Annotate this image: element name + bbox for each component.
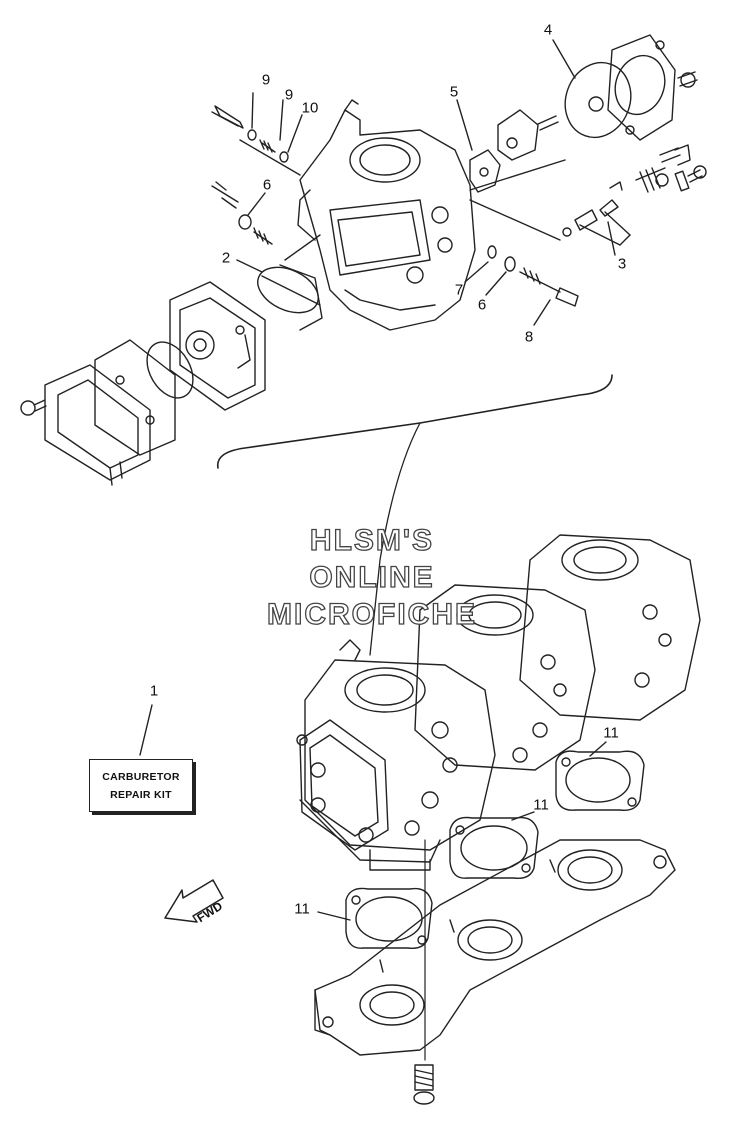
watermark-line-2: ONLINE xyxy=(309,561,435,594)
carburetor-assembly xyxy=(296,534,701,871)
screw-part xyxy=(211,181,273,245)
screw-part xyxy=(487,245,579,307)
callout-leader xyxy=(139,704,153,756)
pump-cover-plates xyxy=(44,281,266,486)
screw-part xyxy=(211,105,289,163)
callout-2: 2 xyxy=(221,249,231,267)
callout-leader xyxy=(485,271,507,296)
callout-leader xyxy=(279,99,284,141)
repair-kit-line-2: REPAIR KIT xyxy=(110,788,172,801)
callout-8: 8 xyxy=(524,328,534,346)
callout-11: 11 xyxy=(294,900,310,918)
carburetor-repair-kit-label: CARBURETOR REPAIR KIT xyxy=(89,759,193,812)
watermark-line-3: MICROFICHE xyxy=(266,598,477,631)
callout-11: 11 xyxy=(533,796,549,814)
leader-line xyxy=(284,234,321,261)
grouping-bracket xyxy=(216,374,613,469)
callout-6: 6 xyxy=(477,296,487,314)
diaphragm-part xyxy=(564,34,698,141)
gasket-11-middle xyxy=(449,816,539,879)
callout-4: 4 xyxy=(543,21,553,39)
leader-line xyxy=(469,199,561,241)
callout-leader xyxy=(533,299,551,326)
callout-10: 10 xyxy=(301,99,319,117)
intake-manifold xyxy=(314,839,676,1056)
callout-leader xyxy=(589,741,607,757)
callout-leader xyxy=(552,39,576,79)
callout-6: 6 xyxy=(262,176,272,194)
fwd-arrow-icon xyxy=(164,879,224,923)
callout-5: 5 xyxy=(449,83,459,101)
needle-part xyxy=(562,181,631,246)
gasket-11-right xyxy=(555,750,645,811)
callout-1: 1 xyxy=(149,682,159,700)
bolt-part xyxy=(413,1064,435,1105)
small-parts xyxy=(635,144,707,193)
callout-leader xyxy=(251,92,254,129)
callout-leader xyxy=(317,911,351,921)
leader-line xyxy=(469,159,566,191)
callout-11: 11 xyxy=(603,724,619,742)
gasket-part xyxy=(257,264,323,331)
callout-7: 7 xyxy=(454,281,464,299)
callout-leader xyxy=(287,114,303,153)
callout-3: 3 xyxy=(617,255,627,273)
callout-leader xyxy=(247,192,266,216)
callout-9: 9 xyxy=(284,86,294,104)
pump-body xyxy=(469,109,559,193)
watermark-line-1: HLSM'S xyxy=(309,524,435,557)
grouping-arrow-line xyxy=(369,422,421,656)
callout-9: 9 xyxy=(261,71,271,89)
repair-kit-line-1: CARBURETOR xyxy=(102,770,180,783)
callout-leader xyxy=(464,261,489,283)
callout-leader xyxy=(456,99,473,151)
leader-line xyxy=(239,139,301,176)
callout-leader xyxy=(607,221,616,256)
callout-leader xyxy=(236,259,263,273)
callout-leader xyxy=(511,811,535,821)
gasket-11-left xyxy=(345,887,433,949)
screw-part xyxy=(20,399,47,416)
carburetor-body xyxy=(297,99,476,331)
